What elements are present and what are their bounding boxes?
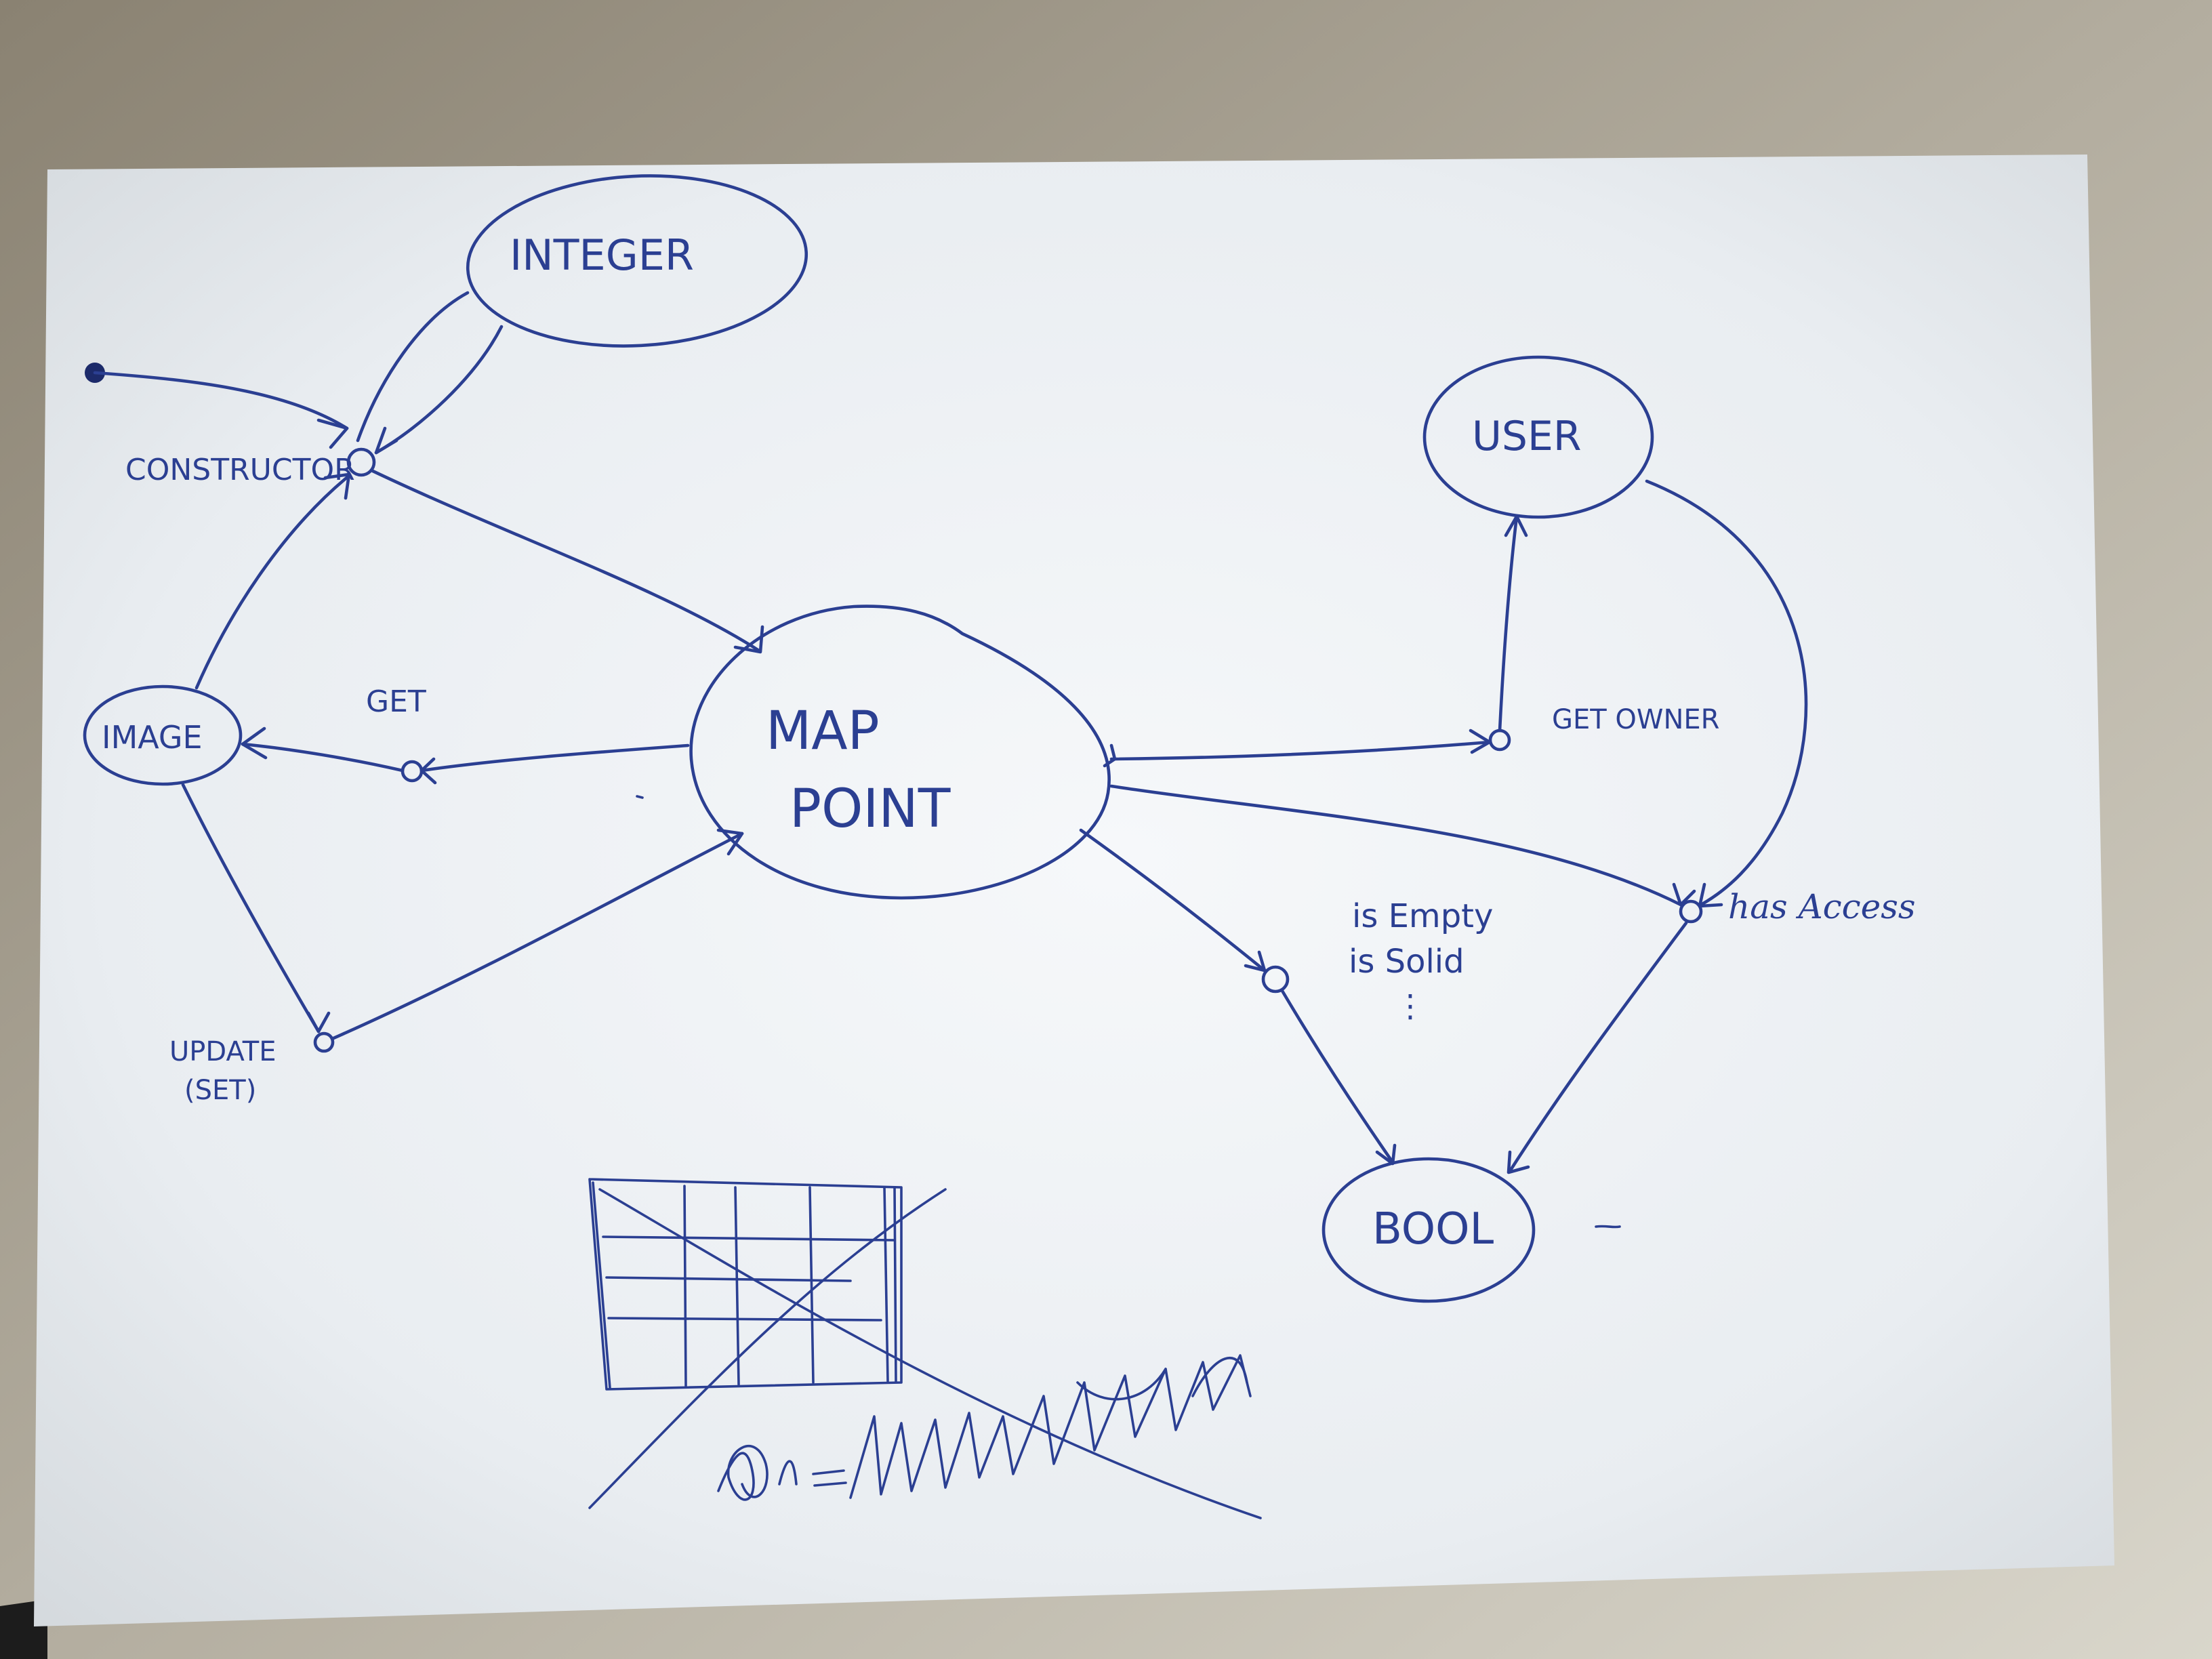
image-node: IMAGE bbox=[83, 684, 243, 786]
constructor-port bbox=[346, 447, 376, 477]
map-point-node: MAP POINT bbox=[689, 605, 1111, 900]
ellipsis-label: ⋮ bbox=[1395, 987, 1426, 1024]
map-point-label-line1: MAP bbox=[766, 701, 880, 762]
crossed-out-grid-sketch bbox=[588, 1178, 1262, 1519]
scribbled-formula bbox=[717, 1354, 1252, 1501]
update-label: UPDATE bbox=[169, 1036, 276, 1067]
has-access-port bbox=[1679, 899, 1703, 924]
constructor-label: CONSTRUCTOR bbox=[125, 453, 355, 487]
get-label: GET bbox=[366, 684, 426, 719]
map-point-label-line2: POINT bbox=[790, 779, 951, 840]
is-empty-port bbox=[1261, 965, 1290, 994]
user-node: USER bbox=[1422, 355, 1654, 519]
has-access-label: has Access bbox=[1728, 887, 1916, 926]
is-solid-label: is Solid bbox=[1349, 943, 1465, 981]
edges bbox=[93, 291, 1808, 1174]
integer-label: INTEGER bbox=[510, 230, 694, 280]
update-set-label: (SET) bbox=[184, 1075, 256, 1106]
bool-label: BOOL bbox=[1372, 1204, 1494, 1254]
bool-node: BOOL bbox=[1322, 1157, 1536, 1303]
user-label: USER bbox=[1472, 413, 1582, 460]
is-empty-label: is Empty bbox=[1352, 897, 1493, 935]
update-port bbox=[313, 1031, 335, 1053]
paper-sheet bbox=[34, 155, 2114, 1626]
get-owner-label: GET OWNER bbox=[1552, 704, 1719, 735]
stray-mark bbox=[636, 795, 644, 799]
integer-node: INTEGER bbox=[466, 174, 808, 348]
image-label: IMAGE bbox=[102, 719, 203, 756]
stray-mark bbox=[1595, 1225, 1621, 1229]
